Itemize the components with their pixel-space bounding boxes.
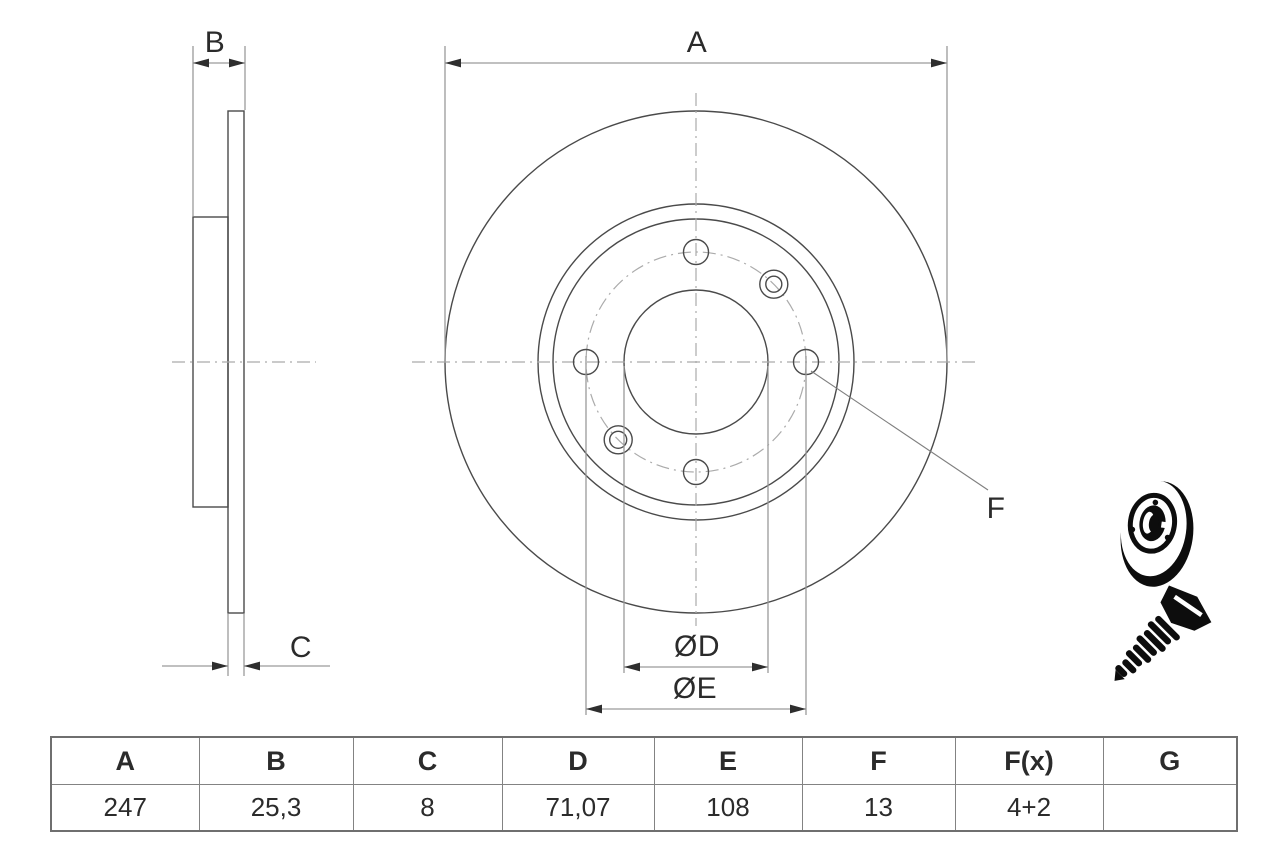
bolt-hole-top xyxy=(682,238,710,266)
dimension-lines xyxy=(162,62,989,710)
front-view xyxy=(412,93,978,626)
arrow-d-left xyxy=(624,662,640,672)
brake-disc-3d-icon xyxy=(1120,480,1194,587)
table-value-row: 247 25,3 8 71,07 108 13 4+2 xyxy=(50,784,1238,832)
table-value-c: 8 xyxy=(352,784,503,832)
dim-label-d: ØD xyxy=(674,630,720,663)
table-value-g xyxy=(1102,784,1238,832)
dim-label-a: A xyxy=(686,26,708,59)
dim-label-c: C xyxy=(289,631,313,664)
table-value-d: 71,07 xyxy=(501,784,655,832)
countersunk-screw-icon xyxy=(1114,585,1212,681)
dim-label-f: F xyxy=(986,492,1006,525)
arrow-e-right xyxy=(790,704,806,714)
table-value-fx: 4+2 xyxy=(954,784,1104,832)
arrow-b-right xyxy=(229,58,245,68)
countersunk-hole-bottom-left-outer xyxy=(603,425,633,455)
dim-label-e: ØE xyxy=(672,672,718,705)
arrow-a-right xyxy=(931,58,947,68)
dim-label-b: B xyxy=(204,26,226,59)
arrow-e-left xyxy=(586,704,602,714)
table-header-b: B xyxy=(198,736,354,785)
arrow-d-right xyxy=(752,662,768,672)
arrow-c-right xyxy=(244,661,260,671)
arrow-c-left xyxy=(212,661,228,671)
side-view xyxy=(172,110,316,614)
leader-line-f xyxy=(810,370,989,491)
table-header-fx: F(x) xyxy=(954,736,1104,785)
arrowheads xyxy=(193,58,947,714)
extension-lines xyxy=(192,46,948,715)
table-value-a: 247 xyxy=(50,784,200,832)
table-header-e: E xyxy=(653,736,803,785)
countersunk-hole-top-right-outer xyxy=(759,269,789,299)
table-header-a: A xyxy=(50,736,200,785)
dimensions-table: A B C D E F F(x) G 247 25,3 8 71,07 108 … xyxy=(50,736,1238,832)
arrow-b-left xyxy=(193,58,209,68)
table-value-b: 25,3 xyxy=(198,784,354,832)
countersunk-hole-bottom-left-inner xyxy=(609,430,628,449)
table-header-g: G xyxy=(1102,736,1238,785)
table-header-f: F xyxy=(801,736,956,785)
table-header-d: D xyxy=(501,736,655,785)
table-value-f: 13 xyxy=(801,784,956,832)
bolt-hole-bottom xyxy=(682,458,710,486)
countersunk-hole-top-right-inner xyxy=(765,275,783,293)
table-header-row: A B C D E F F(x) G xyxy=(50,736,1238,785)
table-value-e: 108 xyxy=(653,784,803,832)
table-header-c: C xyxy=(352,736,503,785)
arrow-a-left xyxy=(445,58,461,68)
